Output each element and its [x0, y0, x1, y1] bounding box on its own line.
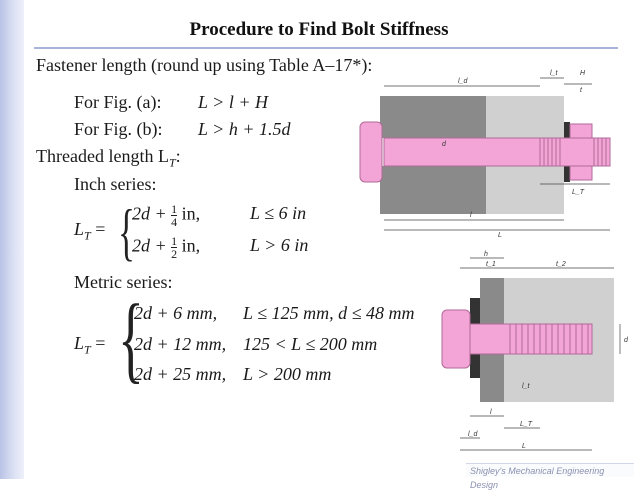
- fig-a-bolt-head: [359, 121, 383, 183]
- inch-row-1-expr: 2d +: [132, 203, 167, 224]
- metric-lt-equals: =: [95, 333, 106, 353]
- title-divider: [34, 47, 618, 49]
- fig-b-screw-head: [441, 309, 471, 369]
- metric-row-1-condition: L ≤ 125 mm, d ≤ 48 mm: [243, 303, 415, 323]
- metric-series-label: Metric series:: [74, 272, 173, 292]
- threaded-length-colon: :: [175, 146, 181, 166]
- fig-b-label-h: h: [484, 251, 488, 258]
- fig-b-label-LT: L_T: [520, 421, 533, 428]
- fig-a-label-LT: L_T: [572, 189, 585, 196]
- footer-credit: Shigley's Mechanical Engineering Design: [466, 463, 634, 490]
- inch-row-1-num: 1: [171, 202, 178, 216]
- fig-a-label-L: L: [498, 232, 502, 239]
- inch-row-2-num: 1: [171, 234, 178, 248]
- fig-a-upper-plate-left: [380, 96, 486, 138]
- metric-brace: {: [118, 285, 144, 393]
- metric-row-3-condition: L > 200 mm: [243, 364, 332, 384]
- fig-a-formula: L > l + H: [198, 92, 268, 112]
- fig-a-label-ld: l_d: [458, 78, 468, 85]
- threaded-length-heading: Threaded length LT:: [36, 146, 181, 171]
- inch-row-2-condition: L > 6 in: [250, 235, 309, 255]
- fig-a-upper-plate-right: [486, 96, 564, 138]
- metric-row-2-expr: 2d + 12 mm,: [134, 334, 227, 354]
- metric-lt-subscript: T: [84, 342, 91, 357]
- inch-brace: {: [118, 196, 135, 267]
- fig-b-label-lt: l_t: [522, 383, 530, 390]
- fig-a-label: For Fig. (a):: [74, 92, 162, 112]
- figure-a-bolted-joint: l_d l_t H t d L_T l L: [359, 70, 611, 239]
- fig-b-label-L: L: [522, 443, 526, 450]
- metric-lt-lhs: LT =: [74, 333, 105, 358]
- fig-a-label-t: t: [580, 87, 583, 94]
- fig-a-label-l: l: [470, 212, 472, 219]
- metric-row-1-expr: 2d + 6 mm,: [134, 303, 218, 323]
- lt-subscript: T: [84, 228, 91, 243]
- fig-a-label-d: d: [442, 141, 447, 148]
- slide-title: Procedure to Find Bolt Stiffness: [189, 19, 449, 40]
- inch-row-1-den: 4: [171, 215, 178, 229]
- fig-b-label-ld: l_d: [468, 431, 478, 438]
- fig-a-label-H: H: [580, 70, 586, 77]
- fig-b-label-l: l: [490, 409, 492, 416]
- inch-row-1-unit: in,: [181, 203, 201, 224]
- inch-row-2-expr: 2d +: [132, 235, 167, 256]
- fig-a-lower-plate-left: [380, 166, 486, 214]
- inch-row-2-den: 2: [171, 247, 178, 261]
- fig-b-label-d: d: [624, 337, 629, 344]
- fig-b-screw-body: [469, 323, 593, 355]
- threaded-length-text: Threaded length L: [36, 146, 169, 166]
- inch-row-2-unit: in,: [181, 235, 201, 256]
- fig-a-threads: [539, 137, 611, 167]
- fig-b-label-t1: t_1: [486, 261, 496, 268]
- metric-lt-symbol: L: [74, 333, 85, 353]
- inch-lt-lhs: LT =: [74, 219, 105, 244]
- fig-b-formula: L > h + 1.5d: [198, 119, 291, 139]
- threaded-length-sub: T: [168, 155, 176, 170]
- fig-b-threads: [509, 324, 589, 354]
- lt-equals: =: [95, 219, 106, 239]
- fig-b-label-t2: t_2: [556, 261, 566, 268]
- fig-a-bolt-shank: [383, 137, 541, 167]
- metric-row-3-expr: 2d + 25 mm,: [134, 364, 227, 384]
- inch-series-label: Inch series:: [74, 174, 157, 194]
- inch-row-1-condition: L ≤ 6 in: [250, 203, 307, 223]
- fig-a-lower-plate-right: [486, 166, 564, 214]
- fig-a-label-lt: l_t: [550, 70, 558, 77]
- slide-sidebar: [0, 0, 24, 479]
- fastener-length-heading: Fastener length (round up using Table A–…: [36, 55, 373, 75]
- figure-b-cap-screw: h t_1 t_2 d l_t l L_T l_d L: [441, 251, 629, 451]
- fig-b-label: For Fig. (b):: [74, 119, 163, 139]
- lt-symbol: L: [74, 219, 85, 239]
- metric-row-2-condition: 125 < L ≤ 200 mm: [243, 334, 378, 354]
